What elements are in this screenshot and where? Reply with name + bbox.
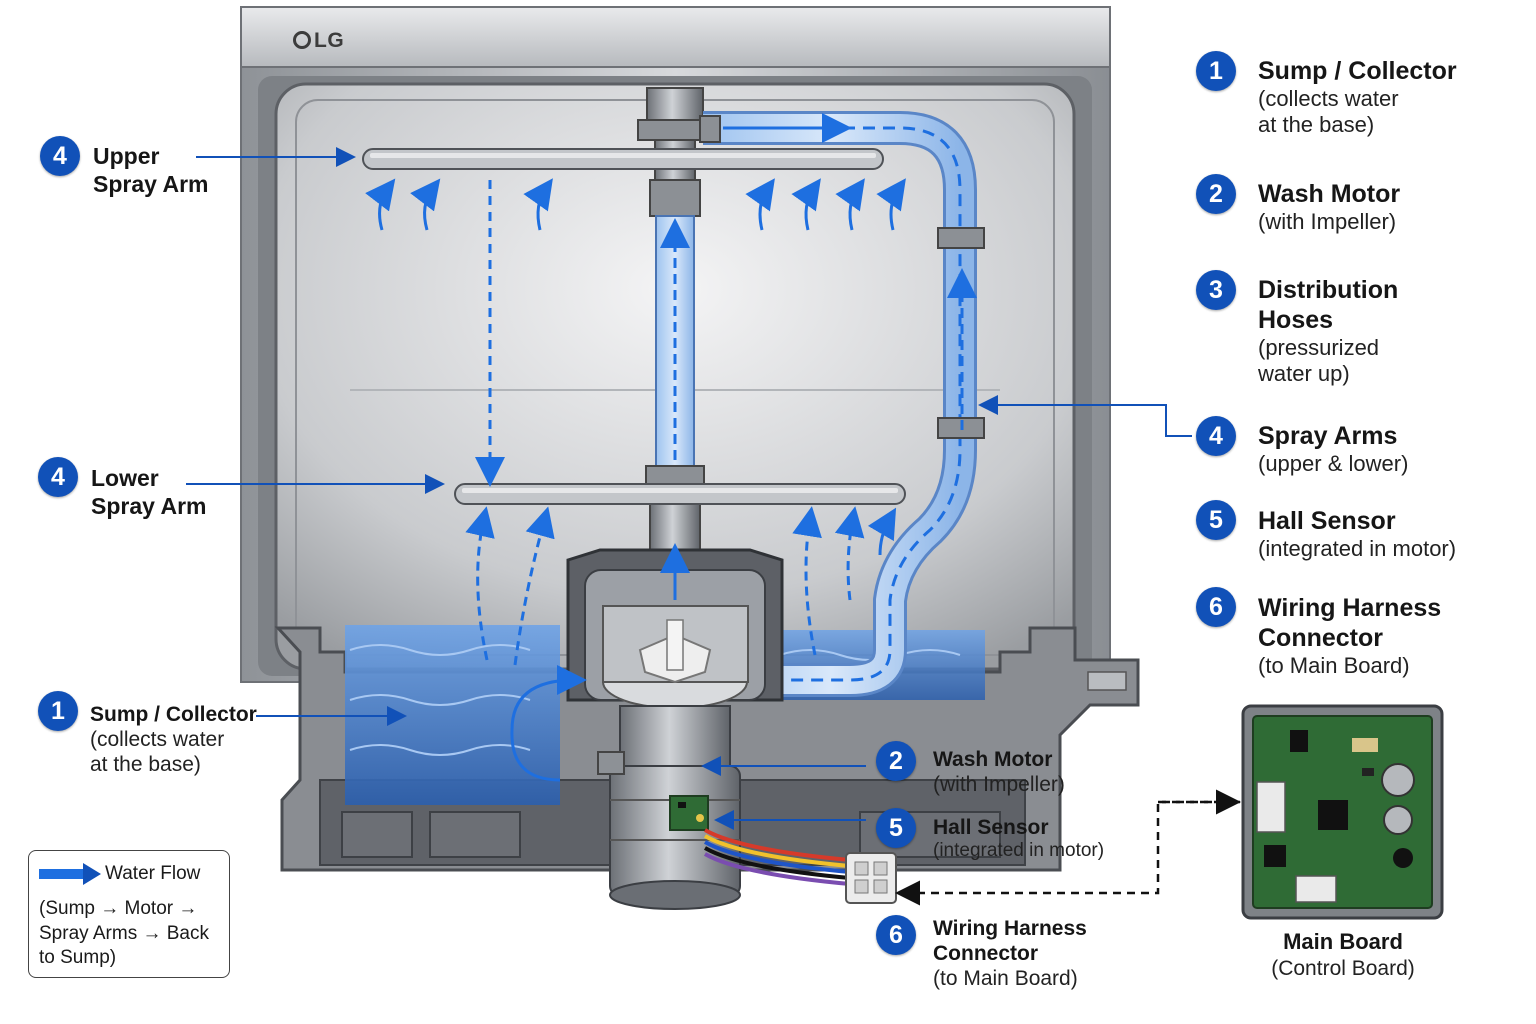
callout-hall-sensor: Hall Sensor (integrated in motor) xyxy=(933,815,1104,863)
callout-wiring-harness: Wiring Harness Connector (to Main Board) xyxy=(933,916,1087,992)
callout-badge-motor: 2 xyxy=(876,741,916,781)
callout-badge-hall: 5 xyxy=(876,808,916,848)
callout-badge-upper-arm: 4 xyxy=(40,136,80,176)
parts-list-item-sump: Sump / Collector (collects water at the … xyxy=(1258,56,1457,139)
parts-list-subtitle: at the base) xyxy=(1258,112,1457,138)
callout-subtitle: (collects water xyxy=(90,727,257,752)
callout-title: Lower xyxy=(91,465,206,493)
parts-list-item-distribution-hoses: Distribution Hoses (pressurized water up… xyxy=(1258,275,1398,388)
callout-title: Spray Arm xyxy=(93,171,208,199)
lg-logo-icon xyxy=(293,31,311,49)
callout-badge-lower-arm: 4 xyxy=(38,457,78,497)
parts-list-badge-3: 3 xyxy=(1196,270,1236,310)
parts-list-item-hall-sensor: Hall Sensor (integrated in motor) xyxy=(1258,506,1456,562)
callout-title: Wash Motor xyxy=(933,747,1065,772)
parts-list-subtitle: (with Impeller) xyxy=(1258,209,1400,235)
callout-badge-harness: 6 xyxy=(876,915,916,955)
parts-list-title: Wiring Harness xyxy=(1258,593,1441,623)
callout-title: Spray Arm xyxy=(91,493,206,521)
callout-subtitle: (with Impeller) xyxy=(933,772,1065,797)
main-board-title: Main Board xyxy=(1248,928,1438,956)
callout-wash-motor: Wash Motor (with Impeller) xyxy=(933,747,1065,797)
legend-title: Water Flow xyxy=(105,863,200,885)
hall-sensor-board xyxy=(670,796,708,830)
main-board-caption: Main Board (Control Board) xyxy=(1248,928,1438,982)
main-control-board xyxy=(1243,706,1442,918)
flow-arrow-icon xyxy=(39,863,101,885)
parts-list-subtitle: (pressurized xyxy=(1258,335,1398,361)
parts-list-title: Spray Arms xyxy=(1258,421,1408,451)
parts-list-title: Connector xyxy=(1258,623,1441,653)
lower-spray-arm xyxy=(455,484,905,504)
callout-subtitle: (integrated in motor) xyxy=(933,840,1104,863)
callout-title: Connector xyxy=(933,941,1087,966)
callout-lower-spray-arm: Lower Spray Arm xyxy=(91,465,206,520)
upper-spray-arm xyxy=(363,149,883,169)
callout-title: Hall Sensor xyxy=(933,815,1104,840)
parts-list-subtitle: (upper & lower) xyxy=(1258,451,1408,477)
parts-list-badge-5: 5 xyxy=(1196,500,1236,540)
callout-subtitle: at the base) xyxy=(90,752,257,777)
parts-list-subtitle: (to Main Board) xyxy=(1258,653,1441,679)
parts-list-subtitle: (collects water xyxy=(1258,86,1457,112)
callout-subtitle: (to Main Board) xyxy=(933,966,1087,991)
legend-description: (Sump → Motor → Spray Arms → Back to Sum… xyxy=(39,897,224,971)
brand-text: LG xyxy=(314,29,344,52)
parts-list-badge-2: 2 xyxy=(1196,174,1236,214)
parts-list-item-wiring-harness: Wiring Harness Connector (to Main Board) xyxy=(1258,593,1441,679)
brand-logo: LG xyxy=(293,29,344,53)
callout-upper-spray-arm: Upper Spray Arm xyxy=(93,143,208,198)
callout-sump: Sump / Collector (collects water at the … xyxy=(90,702,257,778)
callout-title: Upper xyxy=(93,143,208,171)
parts-list-item-spray-arms: Spray Arms (upper & lower) xyxy=(1258,421,1408,477)
parts-list-subtitle: water up) xyxy=(1258,361,1398,387)
callout-badge-sump: 1 xyxy=(38,691,78,731)
parts-list-subtitle: (integrated in motor) xyxy=(1258,536,1456,562)
parts-list-badge-6: 6 xyxy=(1196,587,1236,627)
callout-title: Sump / Collector xyxy=(90,702,257,727)
main-board-subtitle: (Control Board) xyxy=(1248,956,1438,982)
parts-list-title: Sump / Collector xyxy=(1258,56,1457,86)
parts-list-item-wash-motor: Wash Motor (with Impeller) xyxy=(1258,179,1400,235)
parts-list-badge-4: 4 xyxy=(1196,416,1236,456)
parts-list-title: Wash Motor xyxy=(1258,179,1400,209)
water-flow-legend: Water Flow (Sump → Motor → Spray Arms → … xyxy=(28,850,230,978)
parts-list-title: Distribution xyxy=(1258,275,1398,305)
parts-list-title: Hoses xyxy=(1258,305,1398,335)
parts-list-title: Hall Sensor xyxy=(1258,506,1456,536)
parts-list-badge-1: 1 xyxy=(1196,51,1236,91)
callout-title: Wiring Harness xyxy=(933,916,1087,941)
